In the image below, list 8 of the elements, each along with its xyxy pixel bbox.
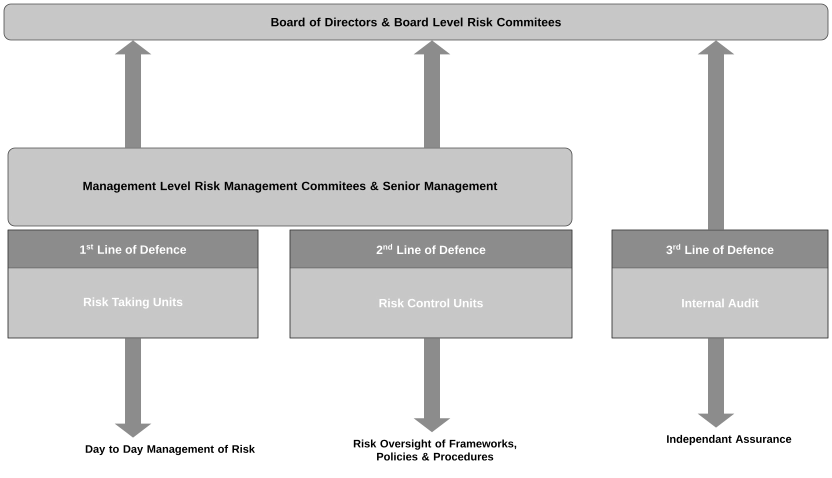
rounded-box: Board of Directors & Board Level Risk Commitees xyxy=(4,4,828,40)
caption-text: Independant Assurance xyxy=(667,434,792,446)
rounded-box: Management Level Risk Management Commitees & Senior Management xyxy=(8,148,572,226)
caption-text: Day to Day Management of Risk xyxy=(86,444,255,456)
split-box: 2$^{nd}$ Line of Defence Risk Control Units xyxy=(290,230,572,338)
split-box: 3$^{rd}$ Line of Defence Internal Audit xyxy=(612,230,828,338)
split-box: 1$^{st}$ Line of Defence Risk Taking Units xyxy=(8,230,258,338)
caption-text: Risk Oversight of Frameworks, Policies & Procedures xyxy=(354,439,516,461)
